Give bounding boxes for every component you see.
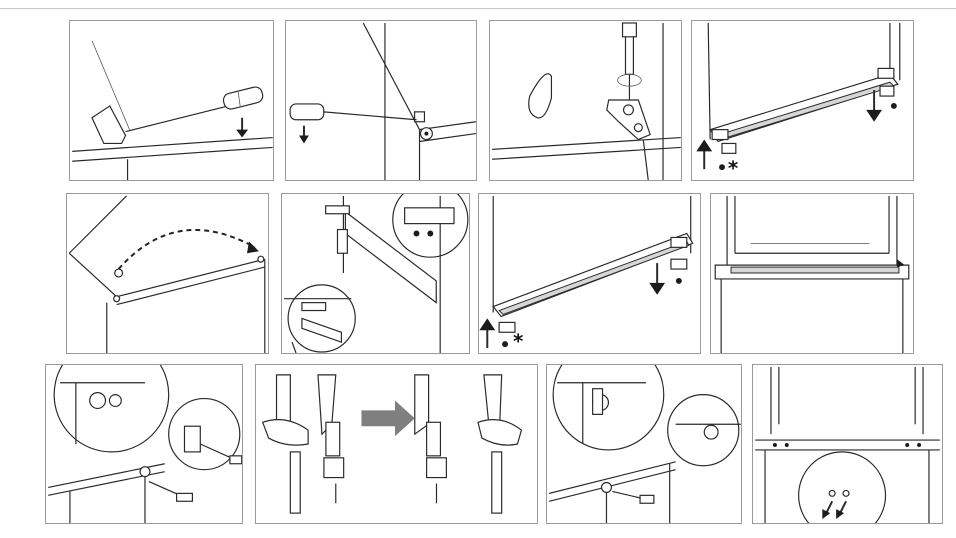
door-lower-icon: *	[479, 195, 694, 353]
step-panel-3	[489, 20, 682, 181]
step-panel-2	[285, 20, 477, 181]
note-asterisk: *	[728, 157, 738, 180]
step-panel-9	[45, 364, 243, 524]
screwdriver-icon	[72, 40, 273, 180]
step-panel-5	[66, 193, 269, 354]
step-panel-8	[710, 193, 914, 354]
step-panel-11	[546, 364, 742, 524]
door-lift-icon: *	[696, 22, 901, 180]
step-panel-1	[69, 20, 274, 181]
hinge-unscrew-icon	[492, 22, 681, 180]
top-divider	[0, 8, 956, 9]
swap-arrow-icon	[361, 400, 415, 437]
middle-hinge-refit-icon	[549, 365, 741, 523]
screwdriver-icon	[289, 22, 476, 180]
note-asterisk: *	[513, 330, 523, 353]
step-panel-6	[281, 193, 470, 354]
middle-hinge-unscrew-icon	[48, 365, 242, 523]
step-panel-10	[255, 364, 538, 524]
door-hinge-detail-icon	[284, 194, 469, 353]
freezer-handle-icon	[714, 195, 910, 353]
hole-cover-move-icon	[68, 195, 266, 353]
bottom-hinge-screws-icon	[755, 366, 940, 523]
step-panel-4: *	[691, 20, 914, 181]
step-panel-12	[752, 364, 943, 524]
wrench-swap-icon	[261, 374, 523, 514]
step-panel-7: *	[478, 193, 701, 354]
